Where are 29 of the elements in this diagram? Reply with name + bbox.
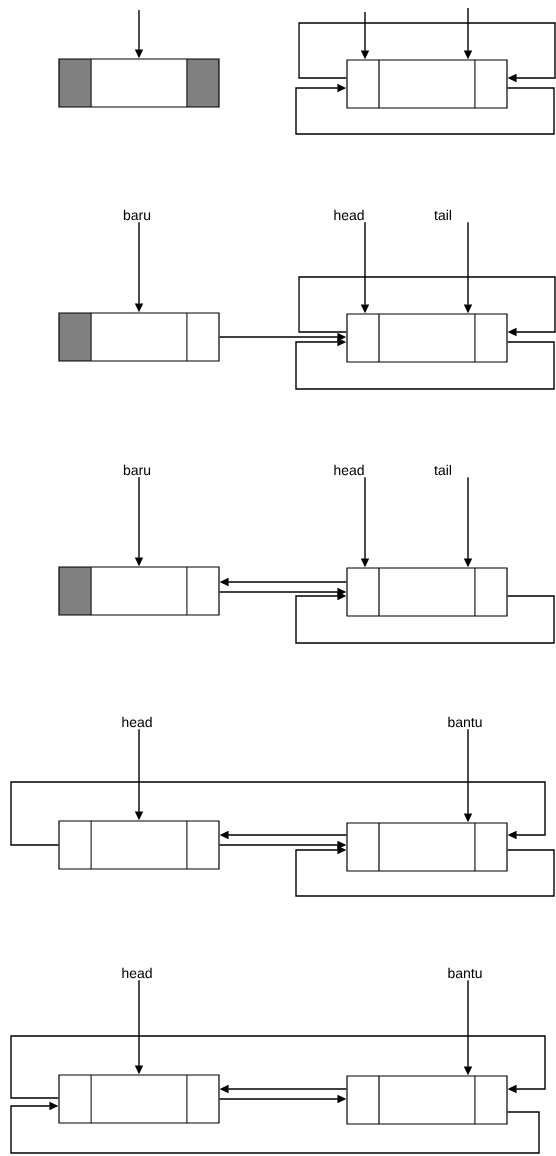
arrow <box>10 781 546 846</box>
arrow <box>295 83 555 135</box>
pointer-label: bantu <box>448 967 482 979</box>
list-node-box <box>346 59 508 109</box>
arrow <box>295 845 555 897</box>
arrow <box>295 591 555 644</box>
pointer-label: head <box>122 967 152 979</box>
list-node-box <box>346 822 508 872</box>
list-node-box <box>58 566 220 616</box>
arrow <box>298 276 556 337</box>
pointer-label: baru <box>123 209 151 221</box>
pointer-label: bantu <box>448 716 482 728</box>
arrow <box>295 337 555 390</box>
arrow <box>298 22 556 83</box>
list-node-box <box>346 313 508 363</box>
pointer-label: baru <box>123 464 151 476</box>
pointer-label: head <box>122 716 152 728</box>
list-node-box <box>58 1074 220 1124</box>
arrow <box>10 1035 546 1099</box>
pointer-label: tail <box>434 209 451 221</box>
list-node-box <box>346 1075 508 1125</box>
pointer-label: head <box>334 464 364 476</box>
pointer-label: head <box>334 209 364 221</box>
arrow <box>10 1101 540 1154</box>
list-node-box <box>58 58 220 108</box>
pointer-label: tail <box>434 464 451 476</box>
list-node-box <box>58 312 220 362</box>
list-node-box <box>346 567 508 617</box>
list-node-box <box>58 820 220 870</box>
